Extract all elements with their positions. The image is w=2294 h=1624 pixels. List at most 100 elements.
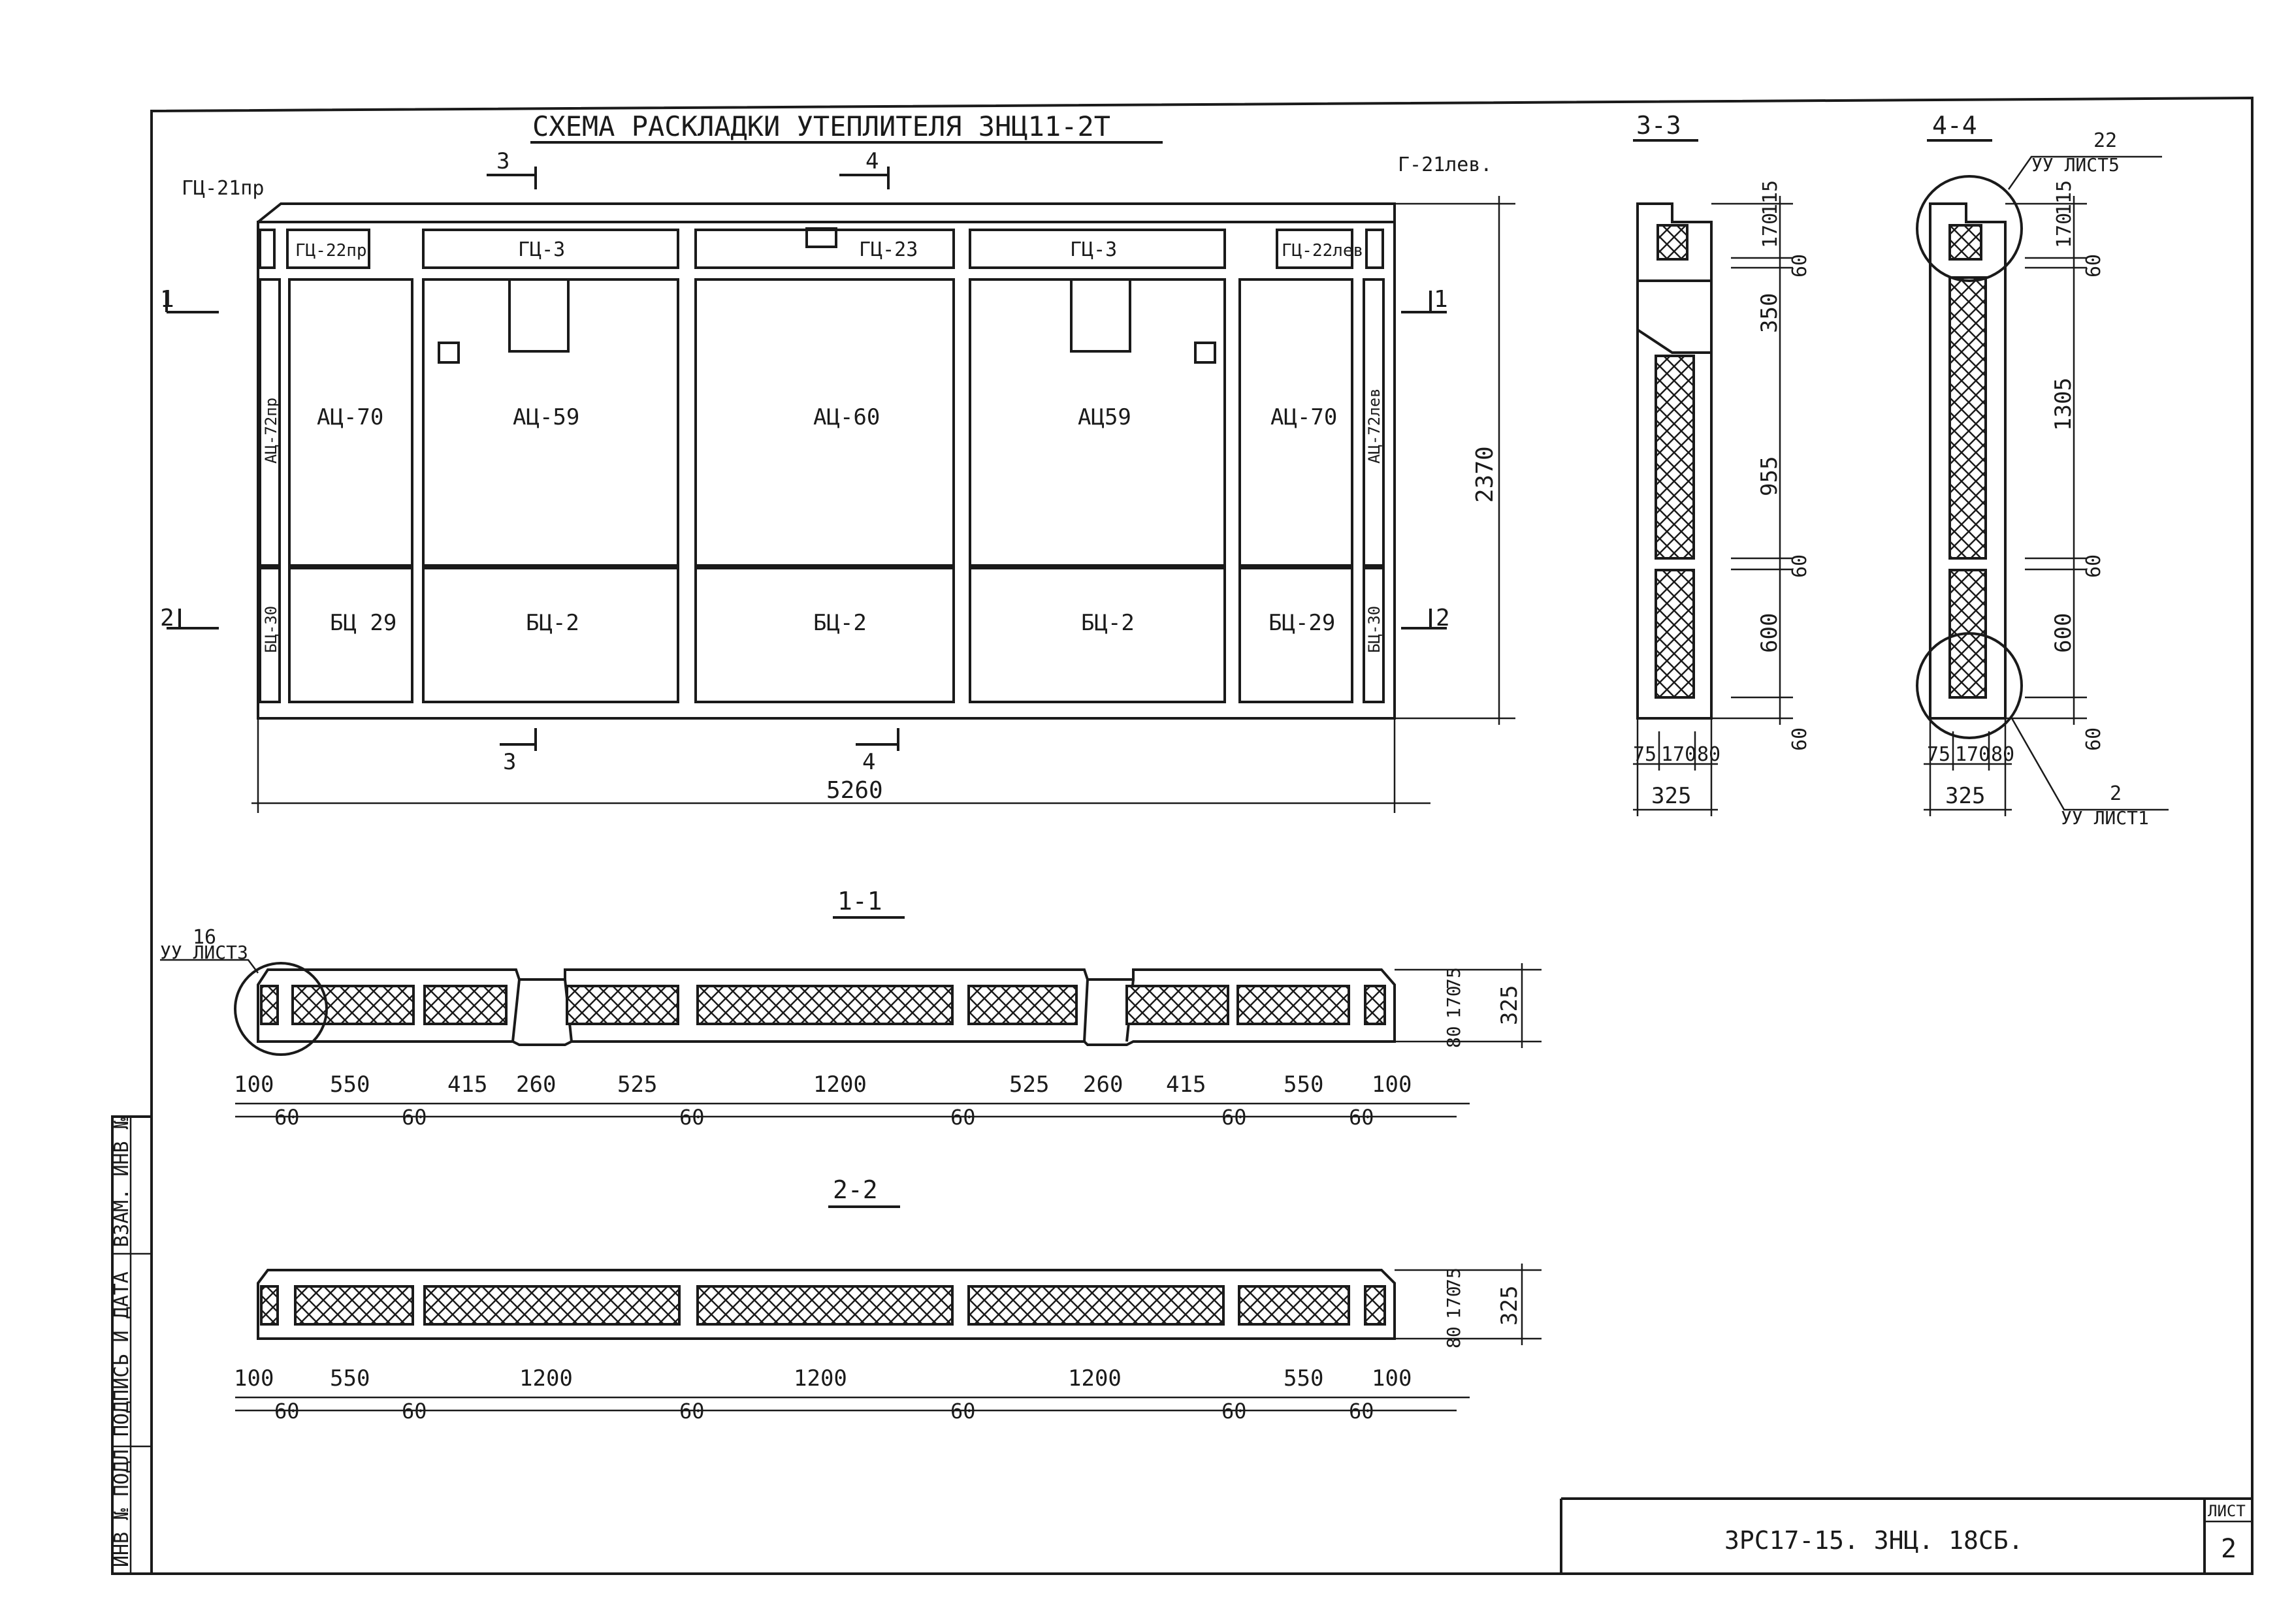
svg-text:115: 115 (1759, 180, 1782, 215)
svg-text:170: 170 (1443, 1286, 1464, 1319)
svg-text:4-4: 4-4 (1932, 111, 1977, 140)
svg-text:100: 100 (234, 1072, 274, 1098)
svg-text:2: 2 (1436, 605, 1450, 631)
section-4-4: 4-4 22 УУ ЛИСТ5 2 УУ ЛИСТ1 170 115 60 13… (1916, 111, 2169, 829)
svg-text:1200: 1200 (519, 1365, 573, 1392)
side-stamp: ИНВ № ПОДЛ ПОДПИСЬ И ДАТА ВЗАМ. ИНВ № (110, 1117, 133, 1567)
page-title: СХЕМА РАСКЛАДКИ УТЕПЛИТЕЛЯ ЗНЦ11-2Т (532, 110, 1110, 142)
block-label: АЦ-70 (1270, 404, 1337, 430)
callout-num: 16 (193, 926, 216, 949)
title-block: ЗРС17-15. ЗНЦ. 18СБ. ЛИСТ 2 (1560, 1497, 2252, 1574)
block-label: ГЦ-22пр (295, 241, 367, 261)
block-label: БЦ-2 (526, 610, 579, 636)
svg-text:325: 325 (1945, 783, 1985, 809)
block-label: АЦ59 (1078, 404, 1131, 430)
svg-text:1-1: 1-1 (837, 887, 882, 915)
svg-text:415: 415 (1166, 1072, 1206, 1098)
sheet-number: 2 (2221, 1534, 2237, 1564)
sheet-frame (111, 96, 2254, 1575)
svg-text:2-2: 2-2 (833, 1175, 878, 1204)
svg-text:260: 260 (516, 1072, 556, 1098)
svg-text:80: 80 (1991, 743, 2014, 766)
section-3-3: 3-3 170 115 60 350 955 60 600 60 75 170 … (1633, 111, 1811, 816)
svg-text:350: 350 (1756, 293, 1783, 333)
svg-text:2: 2 (160, 605, 174, 631)
svg-text:170: 170 (1443, 985, 1464, 1019)
svg-text:1200: 1200 (794, 1365, 847, 1392)
svg-text:1200: 1200 (813, 1072, 867, 1098)
svg-text:60: 60 (679, 1399, 705, 1424)
side-label: АЦ-72лев (1365, 388, 1383, 464)
section-marks: 3 4 3 4 1 1 2 2 (160, 148, 1450, 775)
callout-ref: УУ ЛИСТ3 (160, 942, 248, 963)
corner-left-label: ГЦ-21пр (182, 177, 264, 200)
svg-text:1: 1 (1434, 286, 1448, 313)
svg-text:60: 60 (1221, 1105, 1247, 1130)
svg-text:170: 170 (1759, 213, 1782, 248)
svg-text:3: 3 (496, 148, 509, 174)
section-2-2: 2-2 100 550 1200 1200 1200 550 100 60 60… (234, 1175, 1542, 1424)
svg-text:4: 4 (865, 148, 879, 174)
drawing-code: ЗРС17-15. ЗНЦ. 18СБ. (1724, 1526, 2024, 1555)
block-label: БЦ-2 (1081, 610, 1135, 636)
svg-text:1200: 1200 (1068, 1365, 1122, 1392)
plan-dimensions: 2370 5260 (251, 196, 1515, 813)
svg-text:60: 60 (2082, 254, 2105, 278)
svg-text:60: 60 (1349, 1399, 1374, 1424)
svg-text:80: 80 (1443, 1026, 1464, 1048)
svg-text:525: 525 (1009, 1072, 1049, 1098)
svg-text:75: 75 (1443, 967, 1464, 989)
svg-text:60: 60 (402, 1105, 427, 1130)
svg-text:325: 325 (1496, 1286, 1523, 1326)
svg-text:80: 80 (1443, 1326, 1464, 1348)
side-label: БЦ-30 (262, 606, 280, 653)
sheet-label: ЛИСТ (2208, 1502, 2246, 1520)
svg-text:170: 170 (1661, 743, 1696, 766)
callout-bottom-num: 2 (2110, 782, 2122, 805)
svg-text:60: 60 (2082, 554, 2105, 578)
svg-text:325: 325 (1651, 783, 1691, 809)
svg-text:1: 1 (160, 286, 174, 313)
svg-text:60: 60 (1221, 1399, 1247, 1424)
svg-text:260: 260 (1083, 1072, 1123, 1098)
block-label: ГЦ-22лев (1282, 241, 1363, 261)
svg-text:550: 550 (1284, 1072, 1323, 1098)
svg-text:550: 550 (330, 1072, 370, 1098)
block-label: АЦ-59 (513, 404, 579, 430)
block-label: ГЦ-3 (1070, 238, 1117, 261)
svg-text:75: 75 (1927, 743, 1950, 766)
svg-text:525: 525 (617, 1072, 657, 1098)
svg-text:60: 60 (1788, 554, 1811, 578)
block-label: БЦ-29 (1268, 610, 1335, 636)
svg-text:60: 60 (950, 1105, 976, 1130)
side-stamp-sign: ПОДПИСЬ И ДАТА (110, 1271, 133, 1437)
svg-text:60: 60 (1349, 1105, 1374, 1130)
corner-right-label: Г-21лев. (1398, 153, 1493, 176)
svg-text:60: 60 (2082, 727, 2105, 751)
svg-text:60: 60 (274, 1105, 300, 1130)
side-stamp-inv: ИНВ № ПОДЛ (110, 1449, 133, 1567)
svg-text:955: 955 (1756, 456, 1783, 496)
svg-text:115: 115 (2053, 180, 2076, 215)
callout-bottom-ref: УУ ЛИСТ1 (2061, 807, 2149, 829)
callout-top-num: 22 (2093, 129, 2117, 152)
svg-text:415: 415 (447, 1072, 487, 1098)
panel-plan (257, 202, 1396, 720)
svg-text:170: 170 (2053, 213, 2076, 248)
svg-text:325: 325 (1496, 985, 1523, 1025)
block-label: ГЦ-3 (518, 238, 565, 261)
svg-text:100: 100 (234, 1365, 274, 1392)
svg-text:60: 60 (402, 1399, 427, 1424)
section-1-1: 1-1 16 УУ ЛИСТ3 100 550 415 260 525 1200… (160, 887, 1542, 1130)
svg-text:600: 600 (1756, 613, 1783, 653)
svg-text:600: 600 (2050, 613, 2076, 653)
block-label: БЦ-2 (813, 610, 867, 636)
svg-text:1305: 1305 (2050, 377, 2076, 431)
svg-text:3: 3 (503, 749, 516, 775)
svg-text:80: 80 (1697, 743, 1720, 766)
svg-text:60: 60 (274, 1399, 300, 1424)
svg-text:75: 75 (1633, 743, 1656, 766)
block-label: БЦ 29 (330, 610, 396, 636)
svg-text:4: 4 (862, 749, 875, 775)
